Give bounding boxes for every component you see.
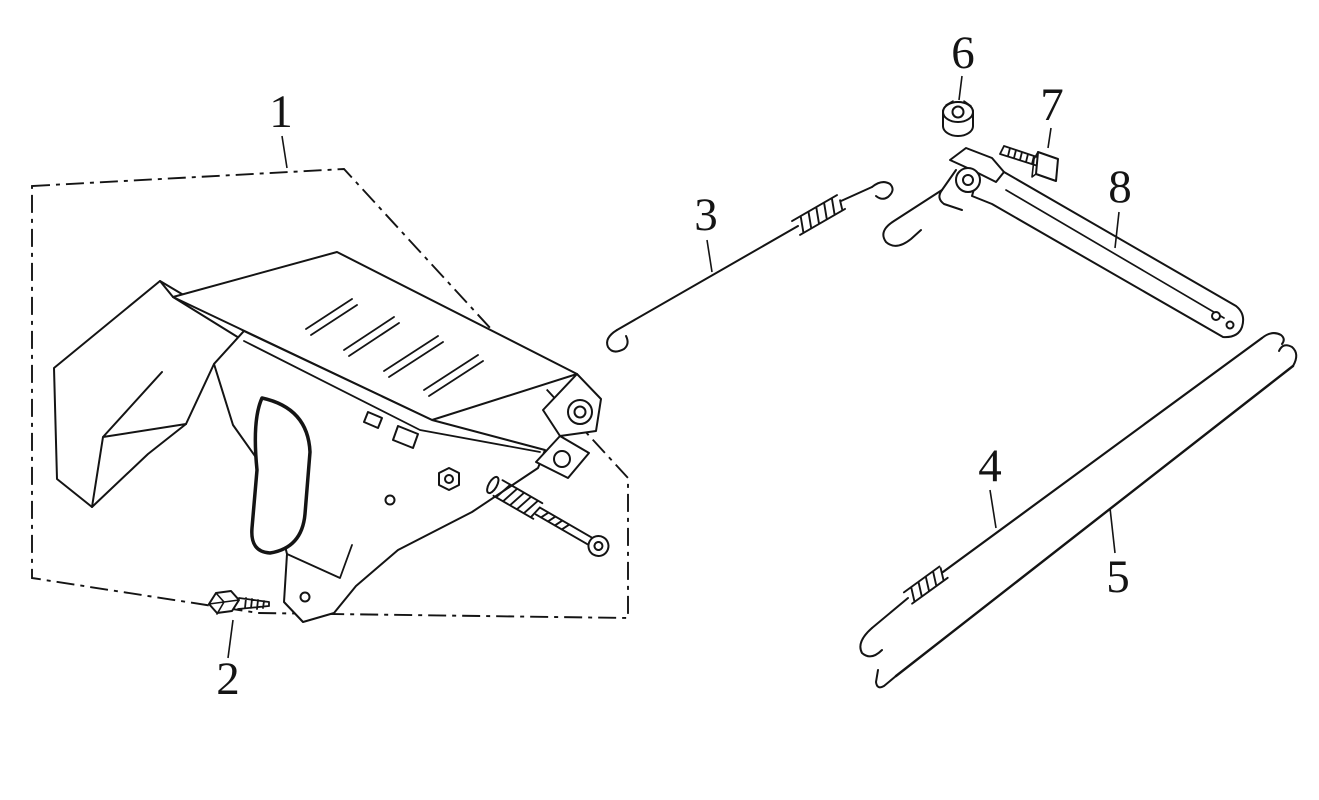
callout-8-label[interactable]: 8 bbox=[1108, 161, 1132, 213]
coil-4 bbox=[902, 565, 949, 605]
callout-7-label[interactable]: 7 bbox=[1040, 79, 1064, 131]
callout-1-label[interactable]: 1 bbox=[269, 86, 293, 138]
rod-4-top-hook bbox=[1261, 332, 1285, 345]
lever-pivot-boss-inner bbox=[962, 174, 974, 186]
rod-5-top-hook bbox=[1278, 344, 1298, 367]
coil-3 bbox=[791, 194, 846, 236]
bracket-mount-hole-b bbox=[299, 591, 311, 603]
lever-hook-arm bbox=[882, 189, 943, 247]
lug-lower-hole bbox=[553, 450, 571, 468]
bolt-2-shaft-threads bbox=[237, 597, 270, 610]
washer bbox=[486, 475, 500, 495]
part-2-flange-bolt bbox=[208, 590, 270, 615]
rod-5-shaft bbox=[894, 364, 1295, 678]
leader-line-2 bbox=[227, 619, 234, 659]
bracket-small-plates bbox=[363, 411, 419, 449]
bracket-spring-bolt-subassembly bbox=[486, 475, 610, 557]
rod-3-lower-hook bbox=[606, 329, 629, 353]
leader-line-8 bbox=[1114, 211, 1120, 249]
bolt-2-head-facets bbox=[208, 592, 240, 615]
leader-line-3 bbox=[706, 239, 713, 273]
bracket-face-fold-lines bbox=[243, 340, 541, 579]
part-8-lever-arm bbox=[882, 147, 1245, 339]
part-4-spring-rod bbox=[859, 332, 1285, 658]
callout-4-label[interactable]: 4 bbox=[978, 440, 1002, 492]
callout-6[interactable]: 6 bbox=[951, 27, 975, 101]
lever-tip-hole-a bbox=[1211, 311, 1221, 321]
callouts: 1 2 3 4 5 6 7 8 bbox=[216, 27, 1132, 705]
bracket-mount-hole-a bbox=[384, 494, 396, 506]
part-7-bolt bbox=[999, 145, 1059, 182]
rod-4-lower-hook bbox=[859, 627, 883, 658]
rod-5-lower-hook bbox=[875, 669, 897, 689]
bolt-7-head-edge bbox=[1031, 151, 1057, 182]
bolt-7-head bbox=[1035, 151, 1059, 182]
rod-3-coil-spring bbox=[791, 194, 846, 236]
lug-upper-hole-inner bbox=[573, 405, 587, 419]
diagram-artwork bbox=[53, 100, 1298, 689]
lever-tip-hole-b bbox=[1225, 320, 1235, 330]
coil-spring bbox=[492, 479, 544, 520]
bolt-7-shaft-threads bbox=[999, 145, 1041, 167]
bolt-shaft bbox=[534, 506, 595, 547]
bolt-head-inner bbox=[593, 541, 604, 551]
part-5-rod bbox=[875, 344, 1298, 689]
rod-4-lower-wire bbox=[871, 597, 909, 629]
callout-3[interactable]: 3 bbox=[694, 189, 718, 273]
callout-1[interactable]: 1 bbox=[269, 86, 293, 169]
part-1-bracket-assembly bbox=[53, 251, 610, 623]
rod-3-upper-wire bbox=[840, 186, 873, 202]
lever-arm-inner-line bbox=[1005, 189, 1225, 319]
nut-hole bbox=[951, 105, 965, 119]
part-6-flange-nut bbox=[942, 100, 974, 137]
bracket-rib-slots bbox=[305, 298, 484, 397]
leader-line-7 bbox=[1047, 127, 1052, 149]
rod-4-coil-spring bbox=[902, 565, 949, 605]
bracket-hex-bolt-hole bbox=[444, 474, 454, 484]
callout-8[interactable]: 8 bbox=[1108, 161, 1132, 249]
callout-5-label[interactable]: 5 bbox=[1106, 551, 1130, 603]
callout-2[interactable]: 2 bbox=[216, 619, 240, 705]
leader-line-1 bbox=[281, 135, 288, 169]
callout-7[interactable]: 7 bbox=[1040, 79, 1064, 149]
leader-line-6 bbox=[958, 75, 963, 101]
rod-4-shaft bbox=[941, 336, 1264, 574]
leader-line-4 bbox=[989, 489, 997, 529]
callout-6-label[interactable]: 6 bbox=[951, 27, 975, 79]
callout-4[interactable]: 4 bbox=[978, 440, 1002, 529]
nut-facet-lines bbox=[945, 100, 972, 107]
callout-3-label[interactable]: 3 bbox=[694, 189, 718, 241]
bracket-cutout-notch bbox=[250, 396, 312, 555]
part-3-spring-rod bbox=[606, 181, 894, 353]
callout-2-label[interactable]: 2 bbox=[216, 653, 240, 705]
leader-line-5 bbox=[1109, 507, 1116, 554]
rod-3-shaft bbox=[616, 225, 799, 331]
rod-3-upper-hook bbox=[871, 181, 894, 200]
callout-5[interactable]: 5 bbox=[1106, 507, 1130, 603]
part-1-boundary-frame bbox=[31, 168, 629, 619]
